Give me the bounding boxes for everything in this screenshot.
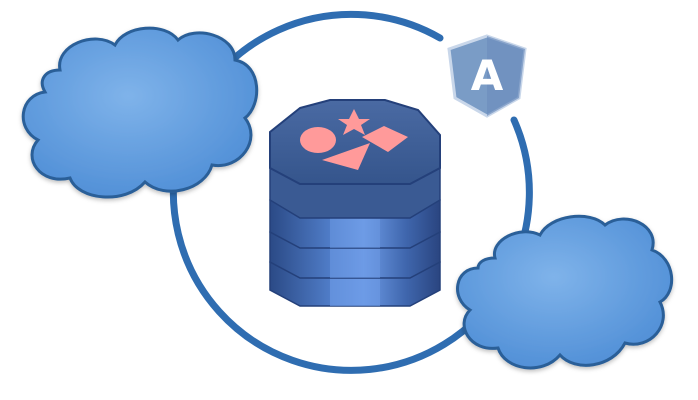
database-icon <box>269 99 441 307</box>
db-top-face <box>269 99 441 185</box>
star-shape <box>338 109 370 135</box>
square-shape <box>362 126 408 152</box>
angular-logo-icon: A <box>447 34 527 118</box>
cloud-left-icon <box>21 26 259 199</box>
cloud-right-icon <box>456 214 674 370</box>
circle-shape <box>300 127 336 153</box>
angular-logo-letter: A <box>471 51 504 100</box>
triangle-shape <box>322 143 370 170</box>
